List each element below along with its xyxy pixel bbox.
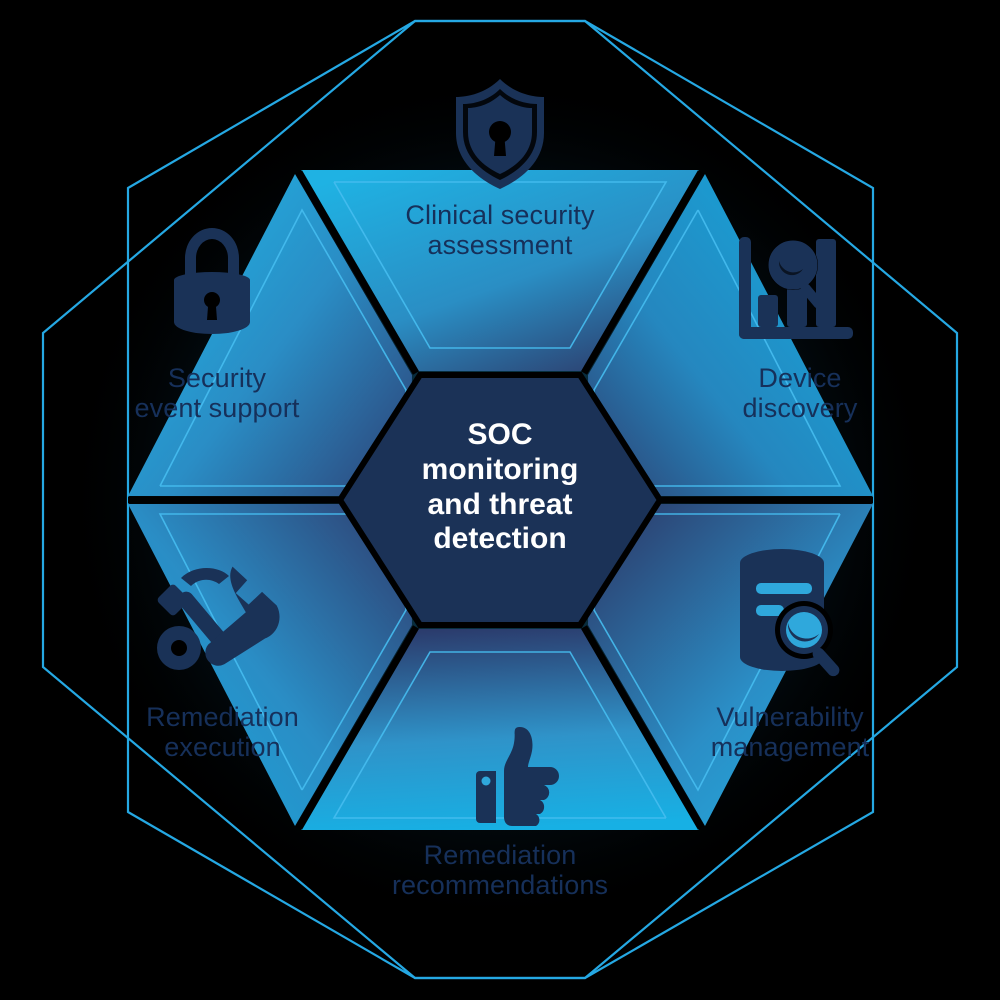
center-label: SOC monitoring and threat detection: [421, 418, 579, 556]
segment-fill-bottom: [301, 629, 699, 830]
segment-fill-bottom-left: [128, 504, 412, 826]
database-magnifier-icon: [740, 549, 840, 677]
shield-keyhole-icon: [456, 79, 544, 189]
bar-chart-magnifier-icon: [739, 237, 853, 339]
center-hexagon: [336, 372, 664, 628]
segment-separators: [128, 170, 873, 830]
segment-fill-top-right: [588, 174, 873, 496]
segment-fill-top-left: [128, 174, 412, 496]
segment-fill-top: [301, 170, 699, 371]
padlock-icon: [174, 228, 250, 334]
hexagon-segments: [128, 170, 873, 830]
outer-hexagon-outline-2: [126, 19, 875, 980]
thumbs-up-icon: [476, 727, 559, 826]
hammer-wrench-icon: [157, 566, 280, 670]
